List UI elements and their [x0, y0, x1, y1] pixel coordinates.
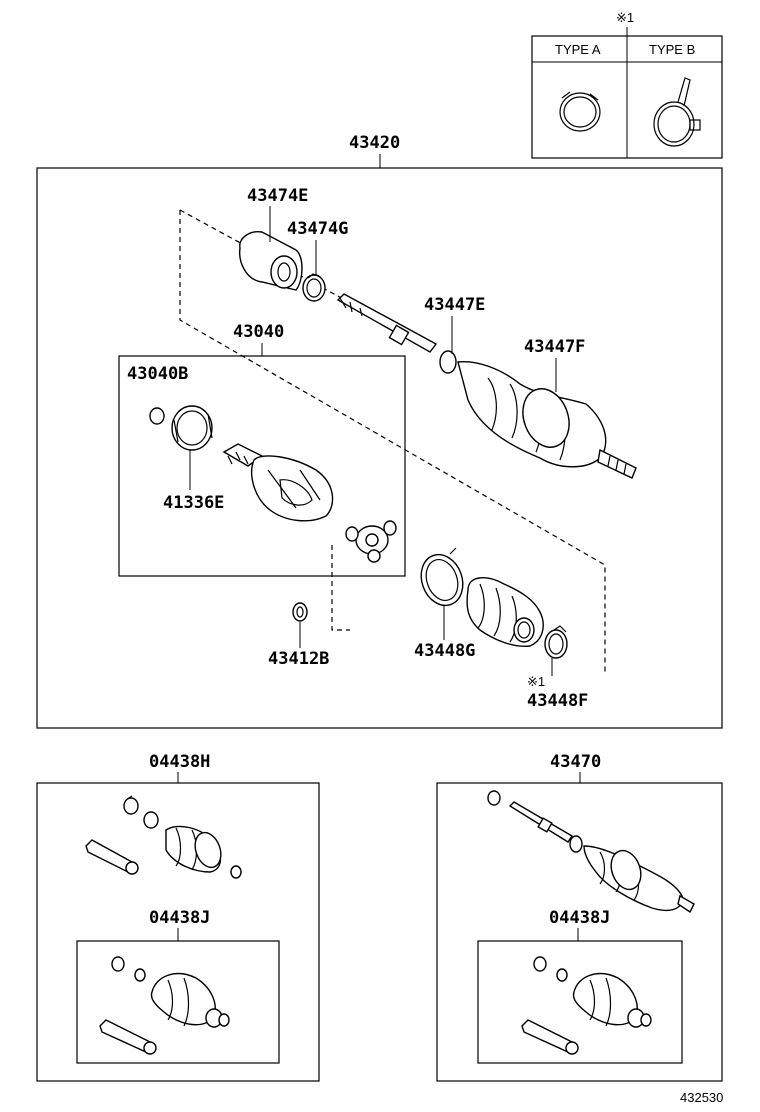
assembly-43420-box [36, 167, 723, 729]
drive-shaft-outer [336, 293, 637, 479]
label-04438J-left: 04438J [149, 908, 210, 928]
label-43448F-note-mark: ※1 [527, 674, 545, 689]
boot-kit-04438H: 04438H 04438J [36, 752, 320, 1082]
label-41336E: 41336E [163, 493, 224, 513]
legend-type-b-label: TYPE B [649, 42, 695, 57]
type-b-clamp-icon [653, 77, 701, 147]
type-a-clamp-icon [559, 91, 601, 132]
diagram-id: 432530 [680, 1090, 723, 1105]
label-04438J-right: 04438J [549, 908, 610, 928]
label-43040B: 43040B [127, 364, 188, 384]
clamp-43448F [544, 625, 568, 659]
label-43447F: 43447F [524, 337, 585, 357]
label-43447E: 43447E [424, 295, 485, 315]
label-04438H: 04438H [149, 752, 210, 772]
clamp-type-legend: ※1 TYPE A TYPE B [531, 10, 723, 159]
clamp-43474G [302, 273, 326, 302]
snap-ring-43040B [149, 407, 165, 425]
inner-joint-housing [222, 443, 334, 522]
label-43470: 43470 [550, 752, 601, 772]
kit-04438H-parts [85, 795, 242, 879]
boot-43448G [420, 547, 544, 647]
label-43474E: 43474E [247, 186, 308, 206]
kit-04438J-left-parts [99, 956, 230, 1055]
dust-seal-41336E [171, 405, 213, 451]
label-43420: 43420 [349, 133, 400, 153]
label-43448F: 43448F [527, 691, 588, 711]
kit-04438J-right-parts [521, 956, 652, 1055]
assembly-43470: 43470 04438J [436, 752, 723, 1082]
assembly-43470-box [436, 782, 723, 1082]
label-43412B: 43412B [268, 649, 329, 669]
legend-type-a-label: TYPE A [555, 42, 601, 57]
label-43448G: 43448G [414, 641, 475, 661]
assembly-43420: 43420 43474E 43474G [36, 133, 723, 729]
snap-ring-43412B [292, 602, 308, 622]
boot-kit-04438H-box [36, 782, 320, 1082]
boot-43474E [239, 231, 303, 291]
legend-note-mark: ※1 [616, 10, 634, 25]
tripod-joint [345, 520, 397, 563]
label-43040: 43040 [233, 322, 284, 342]
boot-kit-04438J-right-box [477, 940, 683, 1064]
inner-joint-43040-box [118, 355, 406, 577]
drive-shaft-43470 [487, 790, 695, 914]
boot-kit-04438J-left-box [76, 940, 280, 1064]
label-43474G: 43474G [287, 219, 348, 239]
